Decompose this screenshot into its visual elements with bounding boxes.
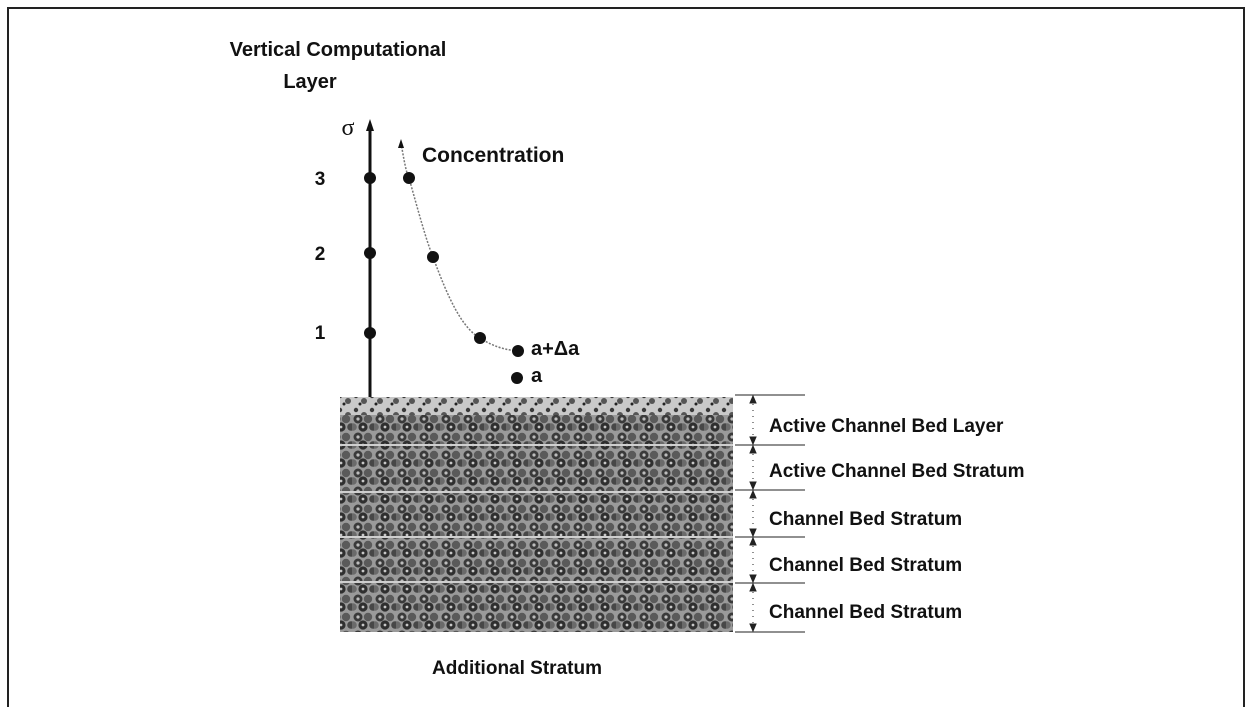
reference-label-a-plus-delta: a+Δa bbox=[531, 338, 580, 360]
reference-point-a bbox=[511, 372, 523, 384]
layer-label-bed-stratum-2: Channel Bed Stratum bbox=[769, 555, 962, 576]
additional-stratum-label: Additional Stratum bbox=[432, 658, 602, 679]
layer-label-active-bed-layer: Active Channel Bed Layer bbox=[769, 416, 1004, 437]
layer-label-active-bed-stratum: Active Channel Bed Stratum bbox=[769, 461, 1025, 482]
bed-stratum-active bbox=[340, 445, 733, 492]
concentration-point-1 bbox=[474, 332, 486, 344]
layer-label-bed-stratum-3: Channel Bed Stratum bbox=[769, 602, 962, 623]
sigma-axis-arrow-icon bbox=[366, 119, 374, 131]
sigma-axis-label: σ bbox=[342, 115, 355, 141]
channel-bed-block bbox=[340, 397, 733, 632]
reference-label-a: a bbox=[531, 365, 543, 387]
level-label-1: 1 bbox=[315, 323, 326, 344]
axis-node-3 bbox=[364, 172, 376, 184]
concentration-curve bbox=[400, 142, 519, 352]
diagram-title-line2: Layer bbox=[283, 71, 337, 93]
bed-layer-active bbox=[340, 415, 733, 445]
concentration-arrow-icon bbox=[398, 139, 404, 148]
concentration-point-3 bbox=[403, 172, 415, 184]
bed-stratum-3 bbox=[340, 582, 733, 632]
diagram-title-line1: Vertical Computational bbox=[230, 39, 447, 61]
bed-stratum-2 bbox=[340, 537, 733, 582]
layer-boundary-lines bbox=[735, 394, 805, 633]
layer-label-bed-stratum-1: Channel Bed Stratum bbox=[769, 509, 962, 530]
axis-node-1 bbox=[364, 327, 376, 339]
concentration-point-2 bbox=[427, 251, 439, 263]
level-label-3: 3 bbox=[315, 169, 326, 190]
bed-surface-texture bbox=[340, 397, 733, 415]
level-label-2: 2 bbox=[315, 244, 326, 265]
axis-node-2 bbox=[364, 247, 376, 259]
reference-point-a-plus-delta bbox=[512, 345, 524, 357]
concentration-label: Concentration bbox=[422, 144, 564, 167]
bed-stratum-1 bbox=[340, 492, 733, 537]
diagram-frame bbox=[7, 7, 1245, 707]
layer-dimension-arrows bbox=[749, 394, 757, 633]
